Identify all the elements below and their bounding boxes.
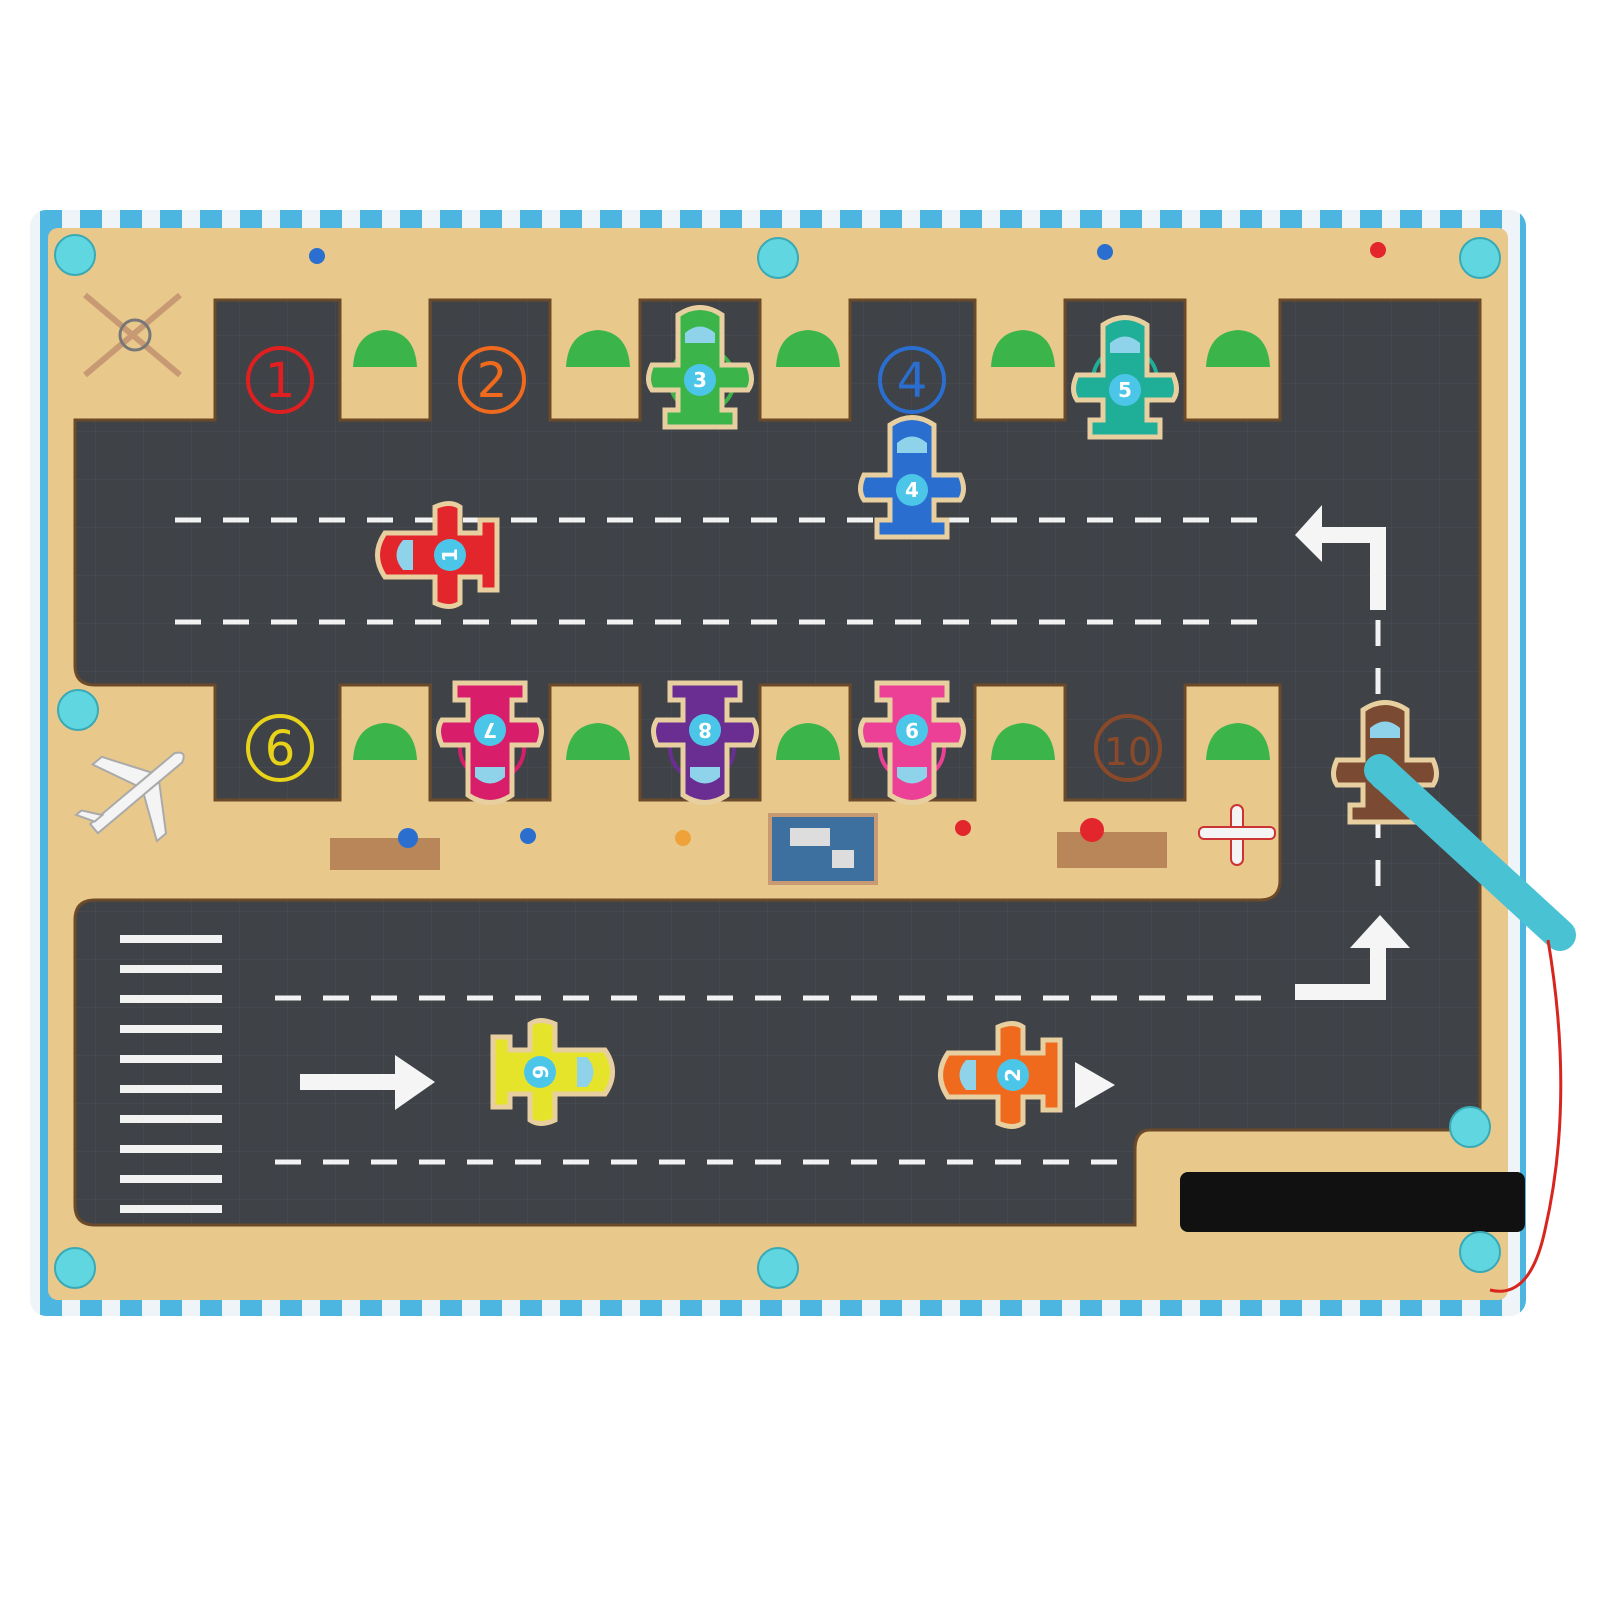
plane-8[interactable]: 8: [651, 680, 759, 805]
peg: [757, 237, 799, 279]
peg: [1459, 237, 1501, 279]
spot-number: 6: [265, 721, 296, 777]
plane-number: 1: [438, 548, 462, 562]
peg: [757, 1247, 799, 1289]
peg: [1459, 1231, 1501, 1273]
arrow-turn-up-icon: [1295, 945, 1386, 1000]
plane-5[interactable]: 5: [1071, 315, 1179, 440]
helicopter-icon: [83, 292, 182, 378]
tree-icon: [991, 723, 1055, 760]
small-airplane-icon: [1198, 804, 1276, 866]
plane-number: 9: [905, 718, 919, 742]
arrow-right-small-icon: [1075, 1062, 1115, 1108]
plane-7[interactable]: 7: [436, 680, 544, 805]
plane-2[interactable]: 2: [938, 1021, 1063, 1129]
plane-number: 7: [483, 718, 497, 742]
corner-pegs: [54, 234, 1501, 1289]
tree-icon: [1206, 330, 1270, 367]
parking-spot-6: 6: [246, 714, 314, 782]
peg: [54, 234, 96, 276]
wand-string: [1489, 939, 1563, 1293]
wand-slot: [1180, 1172, 1525, 1232]
plane-number: 3: [693, 368, 707, 392]
planes: 1 2 3 4 5 6 7 8 9 10: [375, 305, 1439, 1129]
plane-3[interactable]: 3: [646, 305, 754, 430]
spot-number: 2: [477, 353, 508, 409]
tree-icon: [566, 723, 630, 760]
peg: [1449, 1106, 1491, 1148]
crosswalk: [120, 935, 222, 1213]
plane-number: 6: [528, 1065, 552, 1079]
arrow-icons: [300, 505, 1410, 1110]
plane-9[interactable]: 9: [858, 680, 966, 805]
magnetic-wand[interactable]: [1364, 754, 1576, 1293]
parking-spot-1: 1: [246, 346, 314, 414]
lane-markings: [175, 517, 1381, 1165]
arrow-right-head-icon: [395, 1055, 435, 1110]
tree-icon: [566, 330, 630, 367]
peg: [54, 1247, 96, 1289]
tree-icon: [1206, 723, 1270, 760]
parking-spot-2: 2: [458, 346, 526, 414]
plane-number: 5: [1118, 378, 1132, 402]
spot-number: 1: [265, 353, 296, 409]
tree-icon: [353, 330, 417, 367]
tree-icon: [991, 330, 1055, 367]
parking-spot-4: 4: [878, 346, 946, 414]
plane-1[interactable]: 1: [375, 501, 500, 609]
tree-icon: [776, 330, 840, 367]
benches-and-people: [309, 242, 1386, 885]
tree-icon: [776, 723, 840, 760]
peg: [57, 689, 99, 731]
arrow-turn-left-icon: [1320, 527, 1386, 610]
plane-number: 2: [1001, 1068, 1025, 1082]
plane-number: 4: [905, 478, 919, 502]
spot-number: 10: [1104, 730, 1152, 774]
plane-4[interactable]: 4: [858, 415, 966, 540]
spot-number: 4: [897, 353, 928, 409]
airplane-icon: [74, 751, 185, 843]
parking-spot-10: 10: [1094, 714, 1162, 782]
plane-number: 8: [698, 718, 712, 742]
trees: [353, 330, 1270, 760]
tree-icon: [353, 723, 417, 760]
plane-6[interactable]: 6: [490, 1018, 615, 1126]
